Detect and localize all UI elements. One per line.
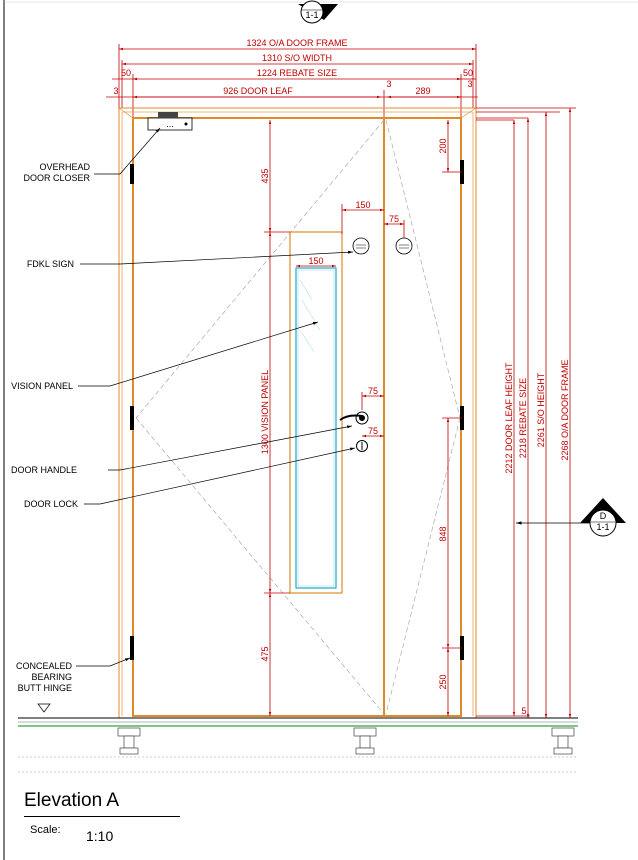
label-closer-line1: OVERHEAD bbox=[39, 162, 90, 172]
hinges bbox=[130, 160, 464, 660]
dim-gap-mid: 3 bbox=[386, 79, 391, 89]
label-closer-line2: DOOR CLOSER bbox=[23, 173, 90, 183]
section-marker-right: D 1-1 bbox=[516, 498, 626, 537]
dim-frame-right: 50 bbox=[463, 68, 473, 78]
leader-lines bbox=[76, 127, 356, 667]
dim-overall-frame-width: 1324 O/A DOOR FRAME bbox=[246, 38, 347, 48]
dim-sign-edge: 75 bbox=[389, 214, 399, 224]
dim-top-to-sign: 435 bbox=[260, 168, 270, 183]
interior-dimensions bbox=[264, 120, 462, 716]
label-fdkl-sign: FDKL SIGN bbox=[27, 259, 74, 269]
door-leaf-side bbox=[383, 117, 462, 717]
vertical-dimensions bbox=[476, 107, 576, 719]
label-hinge-line3: BUTT HINGE bbox=[18, 683, 72, 693]
overhead-door-closer: ... bbox=[147, 112, 193, 131]
horizontal-dimensions bbox=[106, 44, 478, 120]
label-hinge-line1: CONCEALED bbox=[16, 661, 73, 671]
title-block: Elevation A Scale: 1:10 bbox=[24, 790, 204, 844]
title-underline bbox=[24, 816, 180, 817]
label-door-handle: DOOR HANDLE bbox=[11, 465, 77, 475]
dim-vision-panel-width: 150 bbox=[308, 256, 323, 266]
dim-vision-panel-height: 1300 VISION PANEL bbox=[260, 370, 270, 454]
dim-door-leaf: 926 DOOR LEAF bbox=[223, 86, 293, 96]
dim-so-width: 1310 S/O WIDTH bbox=[262, 53, 332, 63]
scale-label: Scale: bbox=[30, 824, 61, 836]
dim-bottom-to-vision: 475 bbox=[260, 646, 270, 661]
scale-value: 1:10 bbox=[86, 828, 114, 844]
section-marker-top-label: 1-1 bbox=[305, 10, 318, 20]
dim-sign-offset: 150 bbox=[355, 200, 370, 210]
dim-frame-height: 2268 O/A DOOR FRAME bbox=[560, 359, 570, 460]
fdkl-sign-main bbox=[352, 237, 370, 255]
closer-text: ... bbox=[166, 119, 174, 129]
dim-gap-left: 3 bbox=[113, 86, 118, 96]
section-marker-right-letter: D bbox=[600, 511, 607, 521]
dim-floor-gap: 5 bbox=[521, 706, 526, 716]
door-lock bbox=[356, 440, 368, 452]
label-door-lock: DOOR LOCK bbox=[24, 499, 78, 509]
door-handle bbox=[339, 411, 369, 425]
dim-frame-left: 50 bbox=[121, 68, 131, 78]
door-frame bbox=[118, 107, 477, 719]
fdkl-sign-side bbox=[395, 237, 413, 255]
dim-so-height: 2261 S/O HEIGHT bbox=[536, 372, 546, 447]
dim-gap-right: 3 bbox=[467, 79, 472, 89]
dim-rebate-height: 2218 REBATE SIZE bbox=[518, 378, 528, 458]
dim-rebate-size-width: 1224 REBATE SIZE bbox=[257, 68, 337, 78]
section-marker-top: 1-1 bbox=[298, 0, 338, 24]
dim-leaf-right: 289 bbox=[415, 86, 430, 96]
dim-hinge-mid: 848 bbox=[438, 526, 448, 541]
dim-lock-edge: 75 bbox=[368, 426, 378, 436]
vision-panel bbox=[289, 231, 343, 594]
label-hinge-line2: BEARING bbox=[31, 672, 72, 682]
dim-hinge-top: 200 bbox=[438, 138, 448, 153]
floor-section bbox=[18, 703, 578, 773]
dim-leaf-height: 2212 DOOR LEAF HEIGHT bbox=[504, 362, 514, 474]
dim-hinge-bottom: 250 bbox=[438, 674, 448, 689]
drawing-title: Elevation A bbox=[24, 790, 120, 811]
scale-row: Scale: 1:10 bbox=[30, 824, 113, 844]
section-marker-right-ref: 1-1 bbox=[596, 522, 609, 532]
dim-handle-edge: 75 bbox=[368, 386, 378, 396]
floor-pedestals bbox=[117, 727, 575, 755]
label-vision-panel: VISION PANEL bbox=[11, 381, 73, 391]
